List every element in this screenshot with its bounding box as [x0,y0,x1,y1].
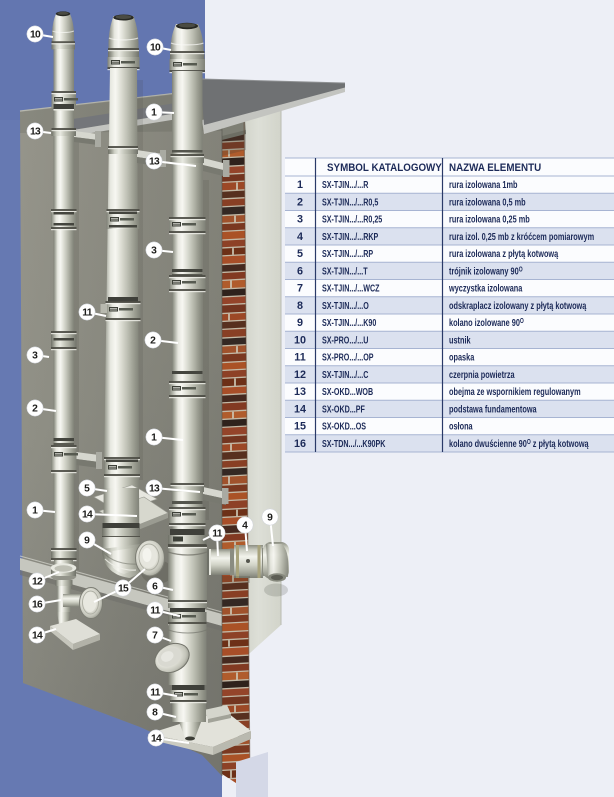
svg-text:obejma ze wspornikiem regulowa: obejma ze wspornikiem regulowanym [449,386,581,397]
svg-text:1: 1 [32,506,38,517]
svg-text:SX-TJIN.../...O: SX-TJIN.../...O [322,300,369,312]
svg-text:SX-PRO.../...OP: SX-PRO.../...OP [322,351,374,363]
svg-text:13: 13 [30,127,41,138]
svg-text:15: 15 [118,584,129,595]
svg-text:6: 6 [152,582,158,593]
svg-text:14: 14 [151,734,162,745]
svg-text:5: 5 [297,248,303,260]
svg-text:10: 10 [150,43,161,54]
svg-text:rura izolowana 1mb: rura izolowana 1mb [449,179,518,190]
svg-text:SYMBOL KATALOGOWY: SYMBOL KATALOGOWY [327,161,442,174]
svg-text:9: 9 [297,317,303,329]
svg-text:13: 13 [149,157,160,168]
svg-text:14: 14 [294,404,306,416]
svg-text:3: 3 [32,351,38,362]
svg-text:11: 11 [82,308,92,319]
svg-text:9: 9 [84,536,90,547]
svg-text:podstawa fundamentowa: podstawa fundamentowa [449,403,537,414]
svg-text:trójnik izolowany 90O: trójnik izolowany 90O [449,265,523,276]
svg-text:osłona: osłona [449,421,473,432]
svg-text:11: 11 [212,529,222,540]
svg-text:2: 2 [297,197,303,209]
svg-text:rura izol. 0,25 mb z króćcem p: rura izol. 0,25 mb z króćcem pomiarowym [449,231,594,242]
svg-text:14: 14 [32,631,43,642]
svg-text:2: 2 [32,404,38,415]
svg-text:rura izolowana 0,25 mb: rura izolowana 0,25 mb [449,214,530,225]
svg-text:15: 15 [294,421,306,433]
svg-text:ustnik: ustnik [449,334,471,345]
svg-text:SX-TJIN.../...RKP: SX-TJIN.../...RKP [322,231,378,243]
svg-text:NAZWA ELEMENTU: NAZWA ELEMENTU [449,161,541,174]
svg-text:12: 12 [294,369,306,381]
svg-text:SX-TDN.../...K90PK: SX-TDN.../...K90PK [322,438,386,450]
svg-text:8: 8 [297,300,303,312]
svg-text:9: 9 [267,513,273,524]
svg-text:rura izolowana z płytą kotwową: rura izolowana z płytą kotwową [449,248,558,259]
svg-text:SX-PRO.../...U: SX-PRO.../...U [322,334,368,346]
svg-text:SX-TJIN.../...R0,5: SX-TJIN.../...R0,5 [322,196,378,208]
svg-text:16: 16 [294,438,306,450]
svg-text:wyczystka izolowana: wyczystka izolowana [448,283,522,294]
svg-text:SX-OKD...WOB: SX-OKD...WOB [322,386,373,398]
svg-text:6: 6 [297,266,303,278]
svg-text:3: 3 [151,246,157,257]
svg-text:14: 14 [82,510,93,521]
svg-text:10: 10 [30,30,41,41]
svg-text:SX-OKD...PF: SX-OKD...PF [322,403,365,415]
svg-text:16: 16 [32,600,43,611]
svg-text:1: 1 [151,108,157,119]
svg-text:SX-TJIN.../...T: SX-TJIN.../...T [322,265,368,277]
svg-text:8: 8 [152,708,158,719]
svg-text:2: 2 [150,336,156,347]
svg-text:czerpnia powietrza: czerpnia powietrza [449,369,515,380]
svg-text:SX-TJIN.../...K90: SX-TJIN.../...K90 [322,317,376,329]
svg-text:4: 4 [242,521,248,532]
svg-text:13: 13 [294,386,306,398]
svg-text:12: 12 [32,577,43,588]
svg-text:4: 4 [297,231,303,243]
svg-text:SX-OKD...OS: SX-OKD...OS [322,420,366,432]
svg-text:10: 10 [294,335,306,347]
svg-text:11: 11 [150,688,160,699]
svg-text:opaska: opaska [449,352,474,363]
svg-text:SX-TJIN.../...R: SX-TJIN.../...R [322,179,369,191]
svg-text:7: 7 [152,631,158,642]
svg-text:rura izolowana 0,5 mb: rura izolowana 0,5 mb [449,196,526,207]
svg-text:SX-TJIN.../...RP: SX-TJIN.../...RP [322,248,373,260]
svg-text:3: 3 [297,214,303,226]
svg-text:SX-TJIN.../...R0,25: SX-TJIN.../...R0,25 [322,213,382,225]
svg-text:5: 5 [84,484,90,495]
svg-text:7: 7 [297,283,303,295]
svg-text:kolano izolowane 90O: kolano izolowane 90O [449,317,524,328]
svg-text:SX-TJIN.../...WCZ: SX-TJIN.../...WCZ [322,282,380,294]
svg-text:11: 11 [294,352,305,364]
svg-text:11: 11 [150,606,160,617]
svg-text:SX-TJIN.../...C: SX-TJIN.../...C [322,369,369,381]
svg-text:1: 1 [297,179,303,191]
svg-text:13: 13 [149,484,160,495]
svg-text:kolano dwuścienne 90O z płytą: kolano dwuścienne 90O z płytą kotwową [449,438,589,449]
svg-text:1: 1 [151,433,157,444]
svg-text:odskraplacz izolowany z płytą: odskraplacz izolowany z płytą kotwową [449,300,586,311]
